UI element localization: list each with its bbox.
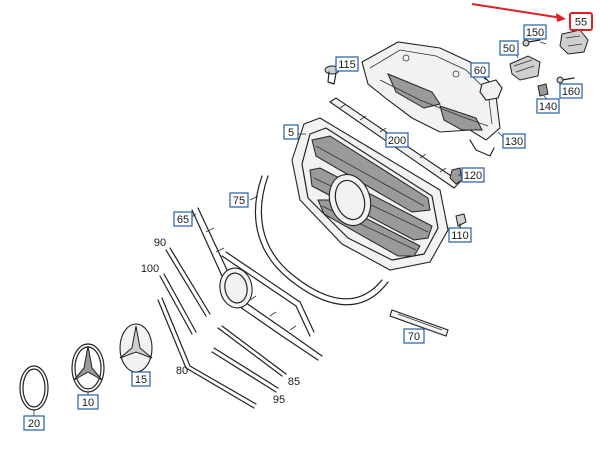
svg-text:15: 15: [135, 374, 147, 386]
star-emblem-15: [119, 323, 153, 373]
label-130[interactable]: 130: [502, 133, 526, 149]
bolt-150: [522, 39, 541, 47]
svg-text:140: 140: [539, 101, 557, 113]
label-160[interactable]: 160: [559, 83, 583, 99]
label-65[interactable]: 65: [173, 211, 193, 227]
svg-text:50: 50: [503, 43, 515, 55]
svg-text:70: 70: [408, 331, 420, 343]
svg-text:130: 130: [505, 136, 523, 148]
label-150[interactable]: 150: [523, 24, 547, 40]
svg-text:200: 200: [388, 135, 406, 147]
svg-text:60: 60: [474, 65, 486, 77]
label-95[interactable]: 95: [273, 394, 285, 406]
label-70[interactable]: 70: [403, 328, 425, 344]
trim-piece-70: [389, 309, 449, 337]
strip-90: [165, 247, 211, 317]
label-55[interactable]: 55: [569, 12, 593, 31]
highlight-arrow: [471, 3, 566, 22]
screw-160: [556, 76, 575, 84]
label-15[interactable]: 15: [131, 371, 151, 387]
strip-100: [159, 273, 197, 335]
sensor-60: [479, 79, 503, 101]
label-200[interactable]: 200: [385, 132, 409, 148]
sensor-50: [509, 55, 541, 81]
svg-text:75: 75: [233, 195, 245, 207]
label-120[interactable]: 120: [461, 167, 485, 183]
svg-text:160: 160: [562, 86, 580, 98]
cowl-panel: [361, 41, 501, 157]
svg-text:55: 55: [575, 17, 587, 29]
svg-text:65: 65: [177, 214, 189, 226]
strip-85: [217, 325, 287, 377]
label-80[interactable]: 80: [176, 365, 188, 377]
label-75[interactable]: 75: [229, 192, 249, 208]
strip-95: [211, 347, 279, 393]
svg-text:150: 150: [526, 27, 544, 39]
clip-140: [537, 83, 549, 97]
label-90[interactable]: 90: [154, 237, 166, 249]
label-115[interactable]: 115: [335, 56, 359, 72]
svg-text:5: 5: [288, 127, 294, 139]
label-60[interactable]: 60: [470, 62, 490, 78]
label-140[interactable]: 140: [536, 98, 560, 114]
svg-text:120: 120: [464, 170, 482, 182]
clip-120: [449, 167, 463, 185]
label-5[interactable]: 5: [283, 124, 299, 140]
trim-molding-75: [254, 175, 389, 306]
strip-80: [157, 297, 257, 409]
main-grille: [291, 117, 449, 271]
grille-frame-65: [191, 207, 323, 361]
svg-text:20: 20: [28, 418, 40, 430]
label-100[interactable]: 100: [141, 263, 159, 275]
svg-text:115: 115: [338, 59, 356, 71]
label-110[interactable]: 110: [448, 227, 472, 243]
label-10[interactable]: 10: [77, 394, 99, 410]
emblem-ring-20: [19, 365, 49, 411]
label-50[interactable]: 50: [499, 40, 519, 56]
label-85[interactable]: 85: [288, 376, 300, 388]
label-20[interactable]: 20: [23, 415, 45, 431]
svg-text:110: 110: [451, 230, 469, 242]
svg-text:10: 10: [82, 397, 94, 409]
star-emblem-10: [71, 343, 105, 393]
bracket-55: [559, 29, 589, 55]
